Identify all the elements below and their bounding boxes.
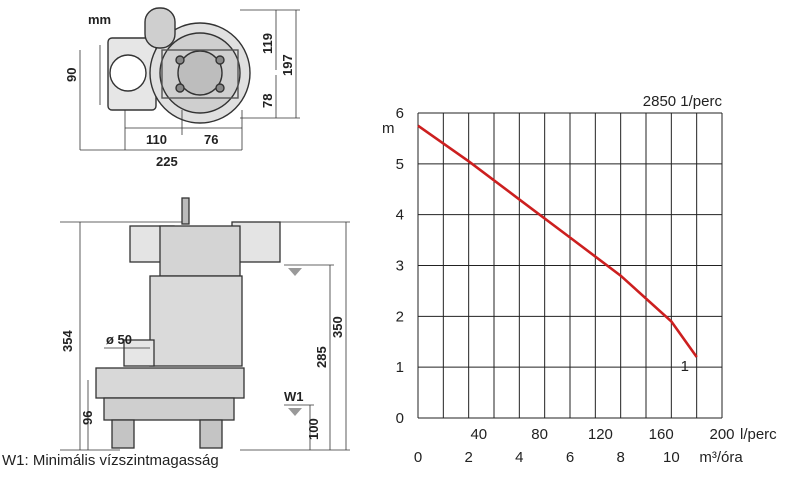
chart-grid (417, 112, 723, 419)
curve-label: 1 (681, 358, 689, 375)
dim-100: 100 (306, 418, 321, 440)
dim-90: 90 (64, 68, 79, 82)
x-lpm-tick-label: 40 (470, 426, 487, 443)
dim-76: 76 (204, 132, 218, 147)
x-axis-label: m³/óra (699, 449, 743, 466)
x-tick-label: 10 (663, 449, 680, 466)
x-tick-label: 6 (566, 449, 574, 466)
y-tick-label: 0 (396, 410, 404, 427)
y-tick-label: 5 (396, 156, 404, 173)
w1-mark: W1 (284, 389, 304, 404)
y-tick-label: 6 (396, 105, 404, 122)
pump-top-view (79, 7, 300, 151)
footnote: W1: Minimális vízszintmagasság (2, 452, 219, 469)
x-lpm-tick-label: 120 (588, 426, 613, 443)
dim-225: 225 (156, 154, 178, 169)
pump-side-view (60, 197, 350, 451)
y-tick-label: 2 (396, 308, 404, 325)
x-lpm-tick-label: 80 (531, 426, 548, 443)
dim-350: 350 (330, 316, 345, 338)
dim-119: 119 (260, 33, 275, 54)
curve-line (417, 124, 698, 358)
dim-96: 96 (80, 411, 95, 425)
dim-354: 354 (60, 330, 75, 352)
y-tick-label: 3 (396, 258, 404, 275)
dim-outlet: ø 50 (106, 332, 132, 347)
chart-labels: 0 1 2 3 4 5 6 0 2 4 6 8 10 40 80 120 160 200 1 (396, 105, 735, 466)
unit-label: mm (88, 12, 111, 27)
x-tick-label: 8 (616, 449, 624, 466)
dim-197: 197 (280, 54, 295, 76)
y-tick-label: 1 (396, 359, 404, 376)
chart-curves (417, 124, 698, 358)
x-lpm-tick-label: 160 (649, 426, 674, 443)
chart-title: 2850 1/perc (643, 93, 723, 110)
x-tick-label: 4 (515, 449, 523, 466)
dim-110: 110 (146, 132, 167, 147)
x-lpm-axis-label: l/perc (740, 426, 777, 443)
x-tick-label: 2 (464, 449, 472, 466)
dim-78: 78 (260, 94, 275, 108)
x-lpm-tick-label: 200 (709, 426, 734, 443)
y-axis-label: m (382, 120, 395, 137)
x-tick-label: 0 (414, 449, 422, 466)
y-tick-label: 4 (396, 207, 404, 224)
dim-285: 285 (314, 346, 329, 368)
